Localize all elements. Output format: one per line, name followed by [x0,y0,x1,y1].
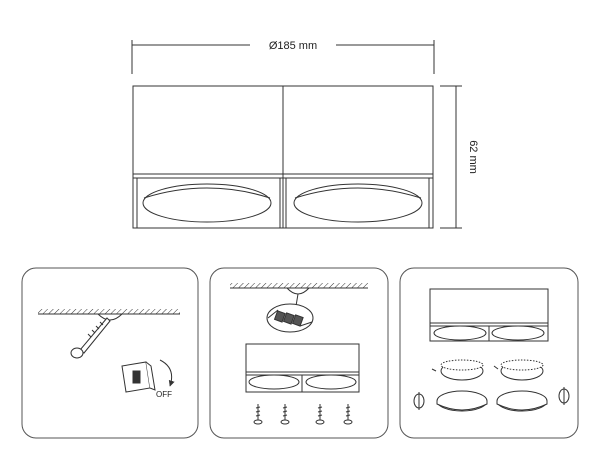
lamp-module-icon [436,390,548,412]
screw-icon [253,404,353,425]
luminaire-icon [429,288,549,342]
step-3-panel [399,267,579,439]
ceiling-icon [38,309,180,321]
switch-off-label: OFF [156,390,172,399]
height-dimension-label: 62 mm [467,140,479,174]
height-dimension [440,85,462,229]
ceiling-icon [230,283,368,295]
lamp-module-icon [440,359,544,381]
width-dimension [131,40,435,74]
product-dimension-drawing: Ø185 mm 62 mm [131,40,479,229]
screw-anchor-icon [70,317,111,359]
step-1-panel: OFF [21,267,199,439]
rotate-arrow-icon [159,359,175,387]
luminaire-front-view [132,85,434,229]
wire-connector-icon [266,293,314,333]
step-2-panel [209,267,389,439]
light-switch-icon [121,361,156,393]
rotate-arrow-icon [413,365,570,410]
width-dimension-label: Ø185 mm [269,40,317,52]
luminaire-icon [245,343,360,393]
